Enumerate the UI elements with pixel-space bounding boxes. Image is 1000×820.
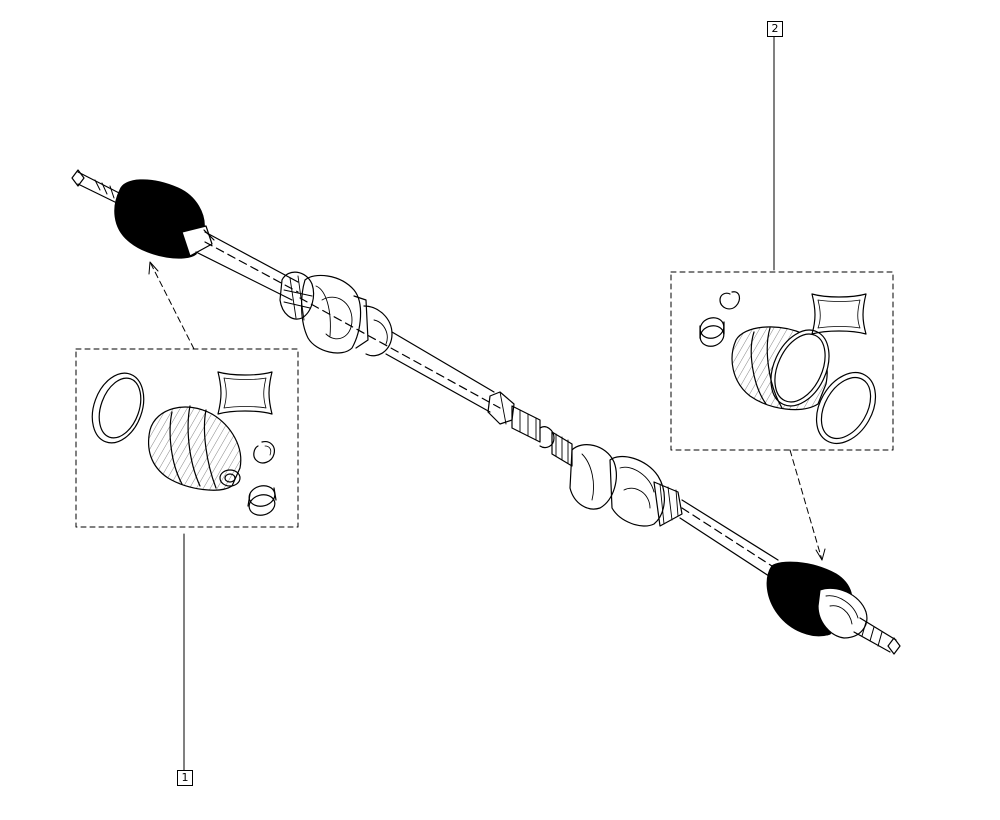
small-clamp-icon [699,317,725,347]
shaft-right-segment [679,499,779,579]
kit-1-reference-arrow [148,261,195,350]
repair-kit-2 [670,271,894,451]
left-inner-tripod-joint [279,271,393,357]
circlip-icon [719,291,741,310]
shaft-left-segment [195,231,299,301]
left-outer-cv-joint [114,179,215,259]
grease-sachet-icon [811,293,867,335]
kit-2-dashed-frame [670,271,894,451]
kit-1-dashed-frame [75,348,299,528]
right-outer-cv-joint [766,561,868,639]
callout-1-label: 1 [177,770,193,786]
boot-clamp-ring-icon [91,372,145,444]
shaft-middle-segment [299,297,501,413]
grease-sachet-icon [217,371,273,415]
callout-2-label: 2 [767,21,783,37]
intermediate-bearing [487,391,573,467]
repair-kit-1 [75,348,299,528]
kit-2-reference-arrow [789,449,826,561]
circlip-icon [253,441,275,464]
cv-boot-icon [147,405,242,491]
small-clamp-icon [247,485,277,516]
driveshaft-assembly [71,169,901,655]
right-stub-axle [853,617,901,655]
left-stub-axle [71,169,126,206]
boot-clamp-ring-icon [815,372,877,444]
cv-boot-icon [731,326,830,411]
right-inner-tripod-joint [569,444,683,527]
